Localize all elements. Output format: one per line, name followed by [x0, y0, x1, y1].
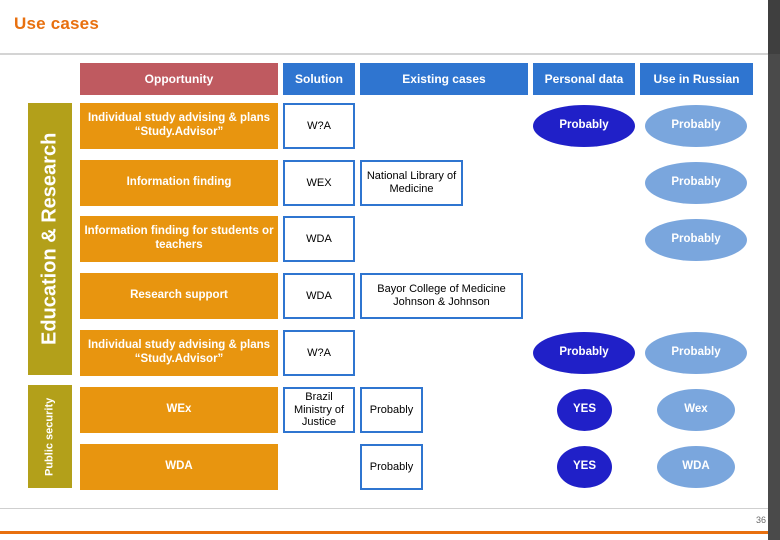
cell-opportunity-row6: WEx	[80, 387, 278, 433]
cell-use-in-russian-row2: Probably	[645, 162, 747, 204]
cell-use-in-russian-row5: Probably	[645, 332, 747, 374]
side-label-education-research: Education & Research	[28, 103, 72, 375]
cell-existing-cases-row6: Probably	[360, 387, 423, 433]
cell-opportunity-row3: Information finding for students or teac…	[80, 216, 278, 262]
side-label-public-security: Public security	[28, 385, 72, 488]
cell-solution-row3: WDA	[283, 216, 355, 262]
cell-opportunity-row1: Individual study advising & plans “Study…	[80, 103, 278, 149]
page-title: Use cases	[14, 14, 99, 33]
cell-solution-row1: W?A	[283, 103, 355, 149]
cell-use-in-russian-row6: Wex	[657, 389, 735, 431]
cell-opportunity-row4: Research support	[80, 273, 278, 319]
cell-opportunity-row7: WDA	[80, 444, 278, 490]
cell-existing-cases-row2: National Library of Medicine	[360, 160, 463, 206]
cell-use-in-russian-row3: Probably	[645, 219, 747, 261]
cell-opportunity-row2: Information finding	[80, 160, 278, 206]
cell-personal-data-row5: Probably	[533, 332, 635, 374]
cell-personal-data-row7: YES	[557, 446, 612, 488]
title-divider	[0, 53, 768, 55]
header-solution: Solution	[283, 63, 355, 95]
footer-divider	[0, 508, 768, 509]
cell-solution-row2: WEX	[283, 160, 355, 206]
header-use-in-russian: Use in Russian	[640, 63, 753, 95]
right-edge-bar-top	[768, 0, 780, 54]
cell-existing-cases-row4: Bayor College of Medicine Johnson & John…	[360, 273, 523, 319]
cell-opportunity-row5: Individual study advising & plans “Study…	[80, 330, 278, 376]
header-personal-data: Personal data	[533, 63, 635, 95]
cell-personal-data-row1: Probably	[533, 105, 635, 147]
cell-solution-row6: Brazil Ministry of Justice	[283, 387, 355, 433]
page-number: 36	[755, 515, 766, 525]
cell-solution-row4: WDA	[283, 273, 355, 319]
cell-personal-data-row6: YES	[557, 389, 612, 431]
cell-solution-row5: W?A	[283, 330, 355, 376]
header-opportunity: Opportunity	[80, 63, 278, 95]
right-edge-bar	[768, 0, 780, 540]
cell-use-in-russian-row7: WDA	[657, 446, 735, 488]
footer-accent-bar	[0, 531, 768, 534]
header-existing-cases: Existing cases	[360, 63, 528, 95]
cell-existing-cases-row7: Probably	[360, 444, 423, 490]
cell-use-in-russian-row1: Probably	[645, 105, 747, 147]
